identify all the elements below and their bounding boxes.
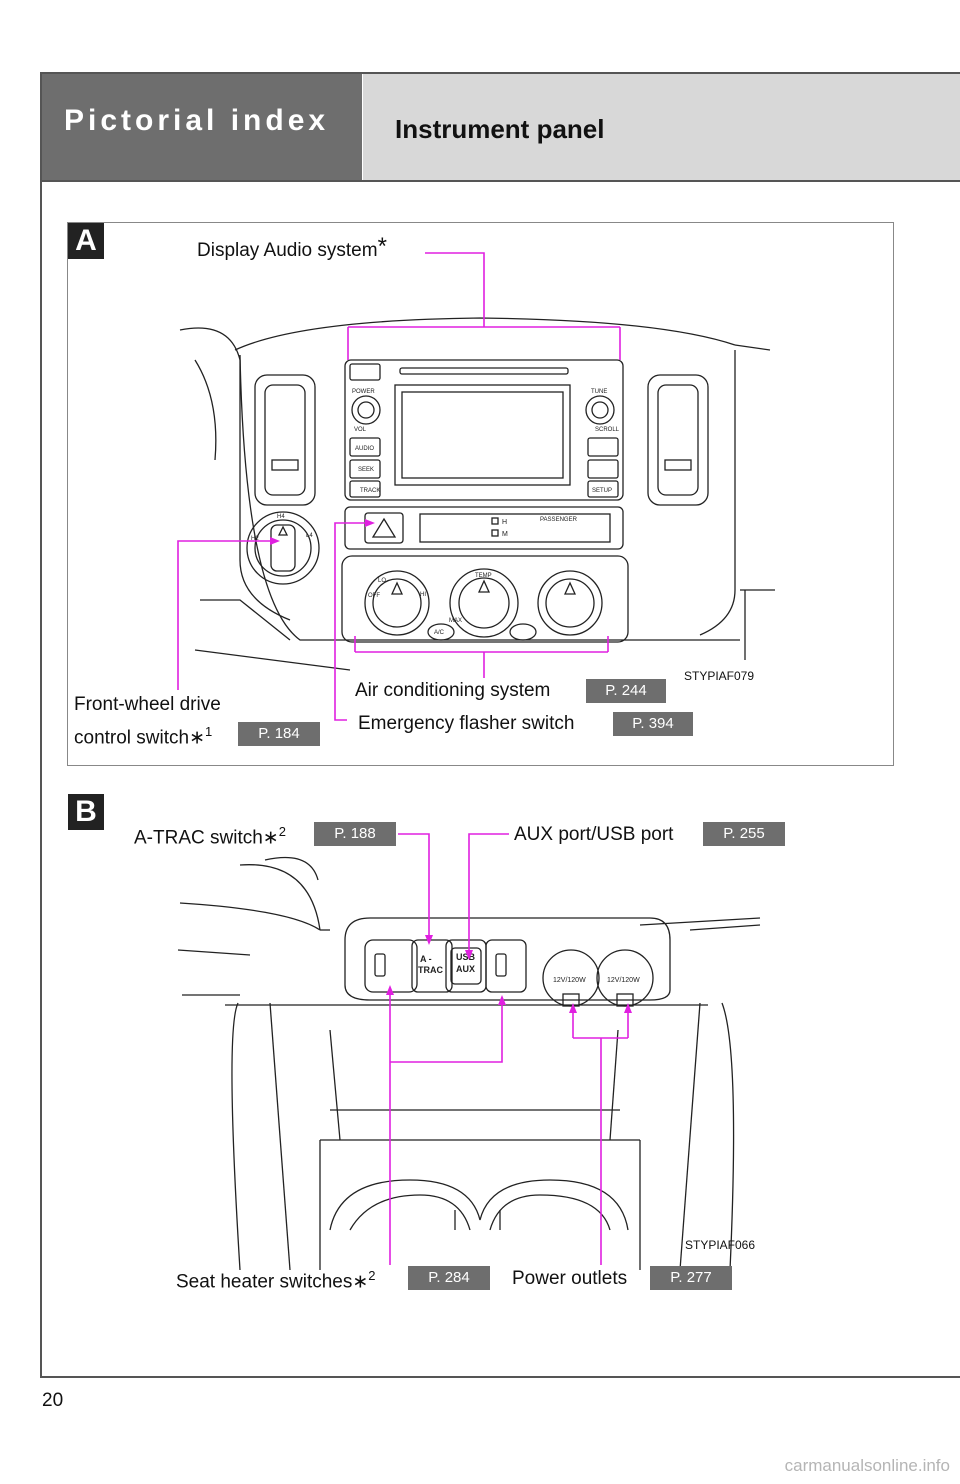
h4-label: H4 xyxy=(277,514,285,520)
seek-label: SEEK xyxy=(358,467,374,473)
scroll-label: SCROLL xyxy=(595,427,620,433)
watermark: carmanualsonline.info xyxy=(784,1456,950,1475)
airbag-h-label: H xyxy=(502,519,507,526)
usb-label: USB xyxy=(456,952,476,962)
section-b-badge: B xyxy=(68,794,104,830)
front-wheel-label-line1: Front-wheel drive xyxy=(74,694,221,715)
track-label: TRACK xyxy=(360,488,380,494)
emergency-flasher-page-link[interactable]: P. 394 xyxy=(613,712,693,736)
power-outlets-label: Power outlets xyxy=(512,1268,628,1289)
aux-usb-page-link[interactable]: P. 255 xyxy=(703,822,785,846)
emergency-flasher-label: Emergency flasher switch xyxy=(358,713,575,734)
figure-a-panel xyxy=(67,222,894,766)
setup-label: SETUP xyxy=(592,488,612,494)
fan-off-label: OFF xyxy=(368,593,380,599)
power-label: POWER xyxy=(352,389,375,395)
outlet-2-label: 12V/120W xyxy=(607,977,640,984)
outlet-1-label: 12V/120W xyxy=(553,977,586,984)
display-audio-label: Display Audio system* xyxy=(197,233,387,262)
max-label: MAX xyxy=(449,618,462,624)
page-frame xyxy=(40,72,960,1378)
tune-label: TUNE xyxy=(591,389,607,395)
air-conditioning-page-link[interactable]: P. 244 xyxy=(586,679,666,703)
temp-label: TEMP xyxy=(475,573,492,579)
seat-heater-label: Seat heater switches∗2 xyxy=(176,1268,376,1293)
fan-hi-label: HI xyxy=(420,592,426,598)
atrac-page-link[interactable]: P. 188 xyxy=(314,822,396,846)
atrac-label-b: TRAC xyxy=(418,965,443,975)
atrac-note-mark: ∗ xyxy=(262,827,279,849)
page-number: 20 xyxy=(42,1390,64,1411)
ac-label: A/C xyxy=(434,630,445,636)
front-wheel-page-link[interactable]: P. 184 xyxy=(238,722,320,746)
atrac-label-a: A - xyxy=(420,954,432,964)
figure-a-code: STYPIAF079 xyxy=(684,669,755,683)
atrac-note-number: 2 xyxy=(278,824,286,839)
page-title: Instrument panel xyxy=(363,74,960,180)
vol-label: VOL xyxy=(354,427,367,433)
seat-heater-note-number: 2 xyxy=(368,1268,376,1283)
h2-label: H2 xyxy=(251,536,259,542)
airbag-m-label: M xyxy=(502,531,508,538)
seat-heater-note-mark: ∗ xyxy=(352,1271,369,1293)
section-a-badge: A xyxy=(68,223,104,259)
audio-label: AUDIO xyxy=(355,446,374,452)
front-wheel-note-number: 1 xyxy=(205,724,213,739)
aux-usb-label: AUX port/USB port xyxy=(514,824,674,845)
passenger-label: PASSENGER xyxy=(540,517,578,523)
front-wheel-note-mark: ∗ xyxy=(189,727,206,749)
header-divider xyxy=(42,180,960,182)
display-audio-asterisk: * xyxy=(377,233,387,260)
air-conditioning-label: Air conditioning system xyxy=(355,680,551,701)
fan-lo-label: LO xyxy=(378,578,386,584)
figure-b-code: STYPIAF066 xyxy=(685,1238,756,1252)
front-wheel-label-line2: control switch∗1 xyxy=(74,724,213,749)
section-tab: Pictorial index xyxy=(42,74,362,180)
l4-label: L4 xyxy=(306,533,313,539)
seat-heater-page-link[interactable]: P. 284 xyxy=(408,1266,490,1290)
atrac-switch-label: A-TRAC switch∗2 xyxy=(134,824,286,849)
power-outlets-page-link[interactable]: P. 277 xyxy=(650,1266,732,1290)
aux-label: AUX xyxy=(456,964,475,974)
